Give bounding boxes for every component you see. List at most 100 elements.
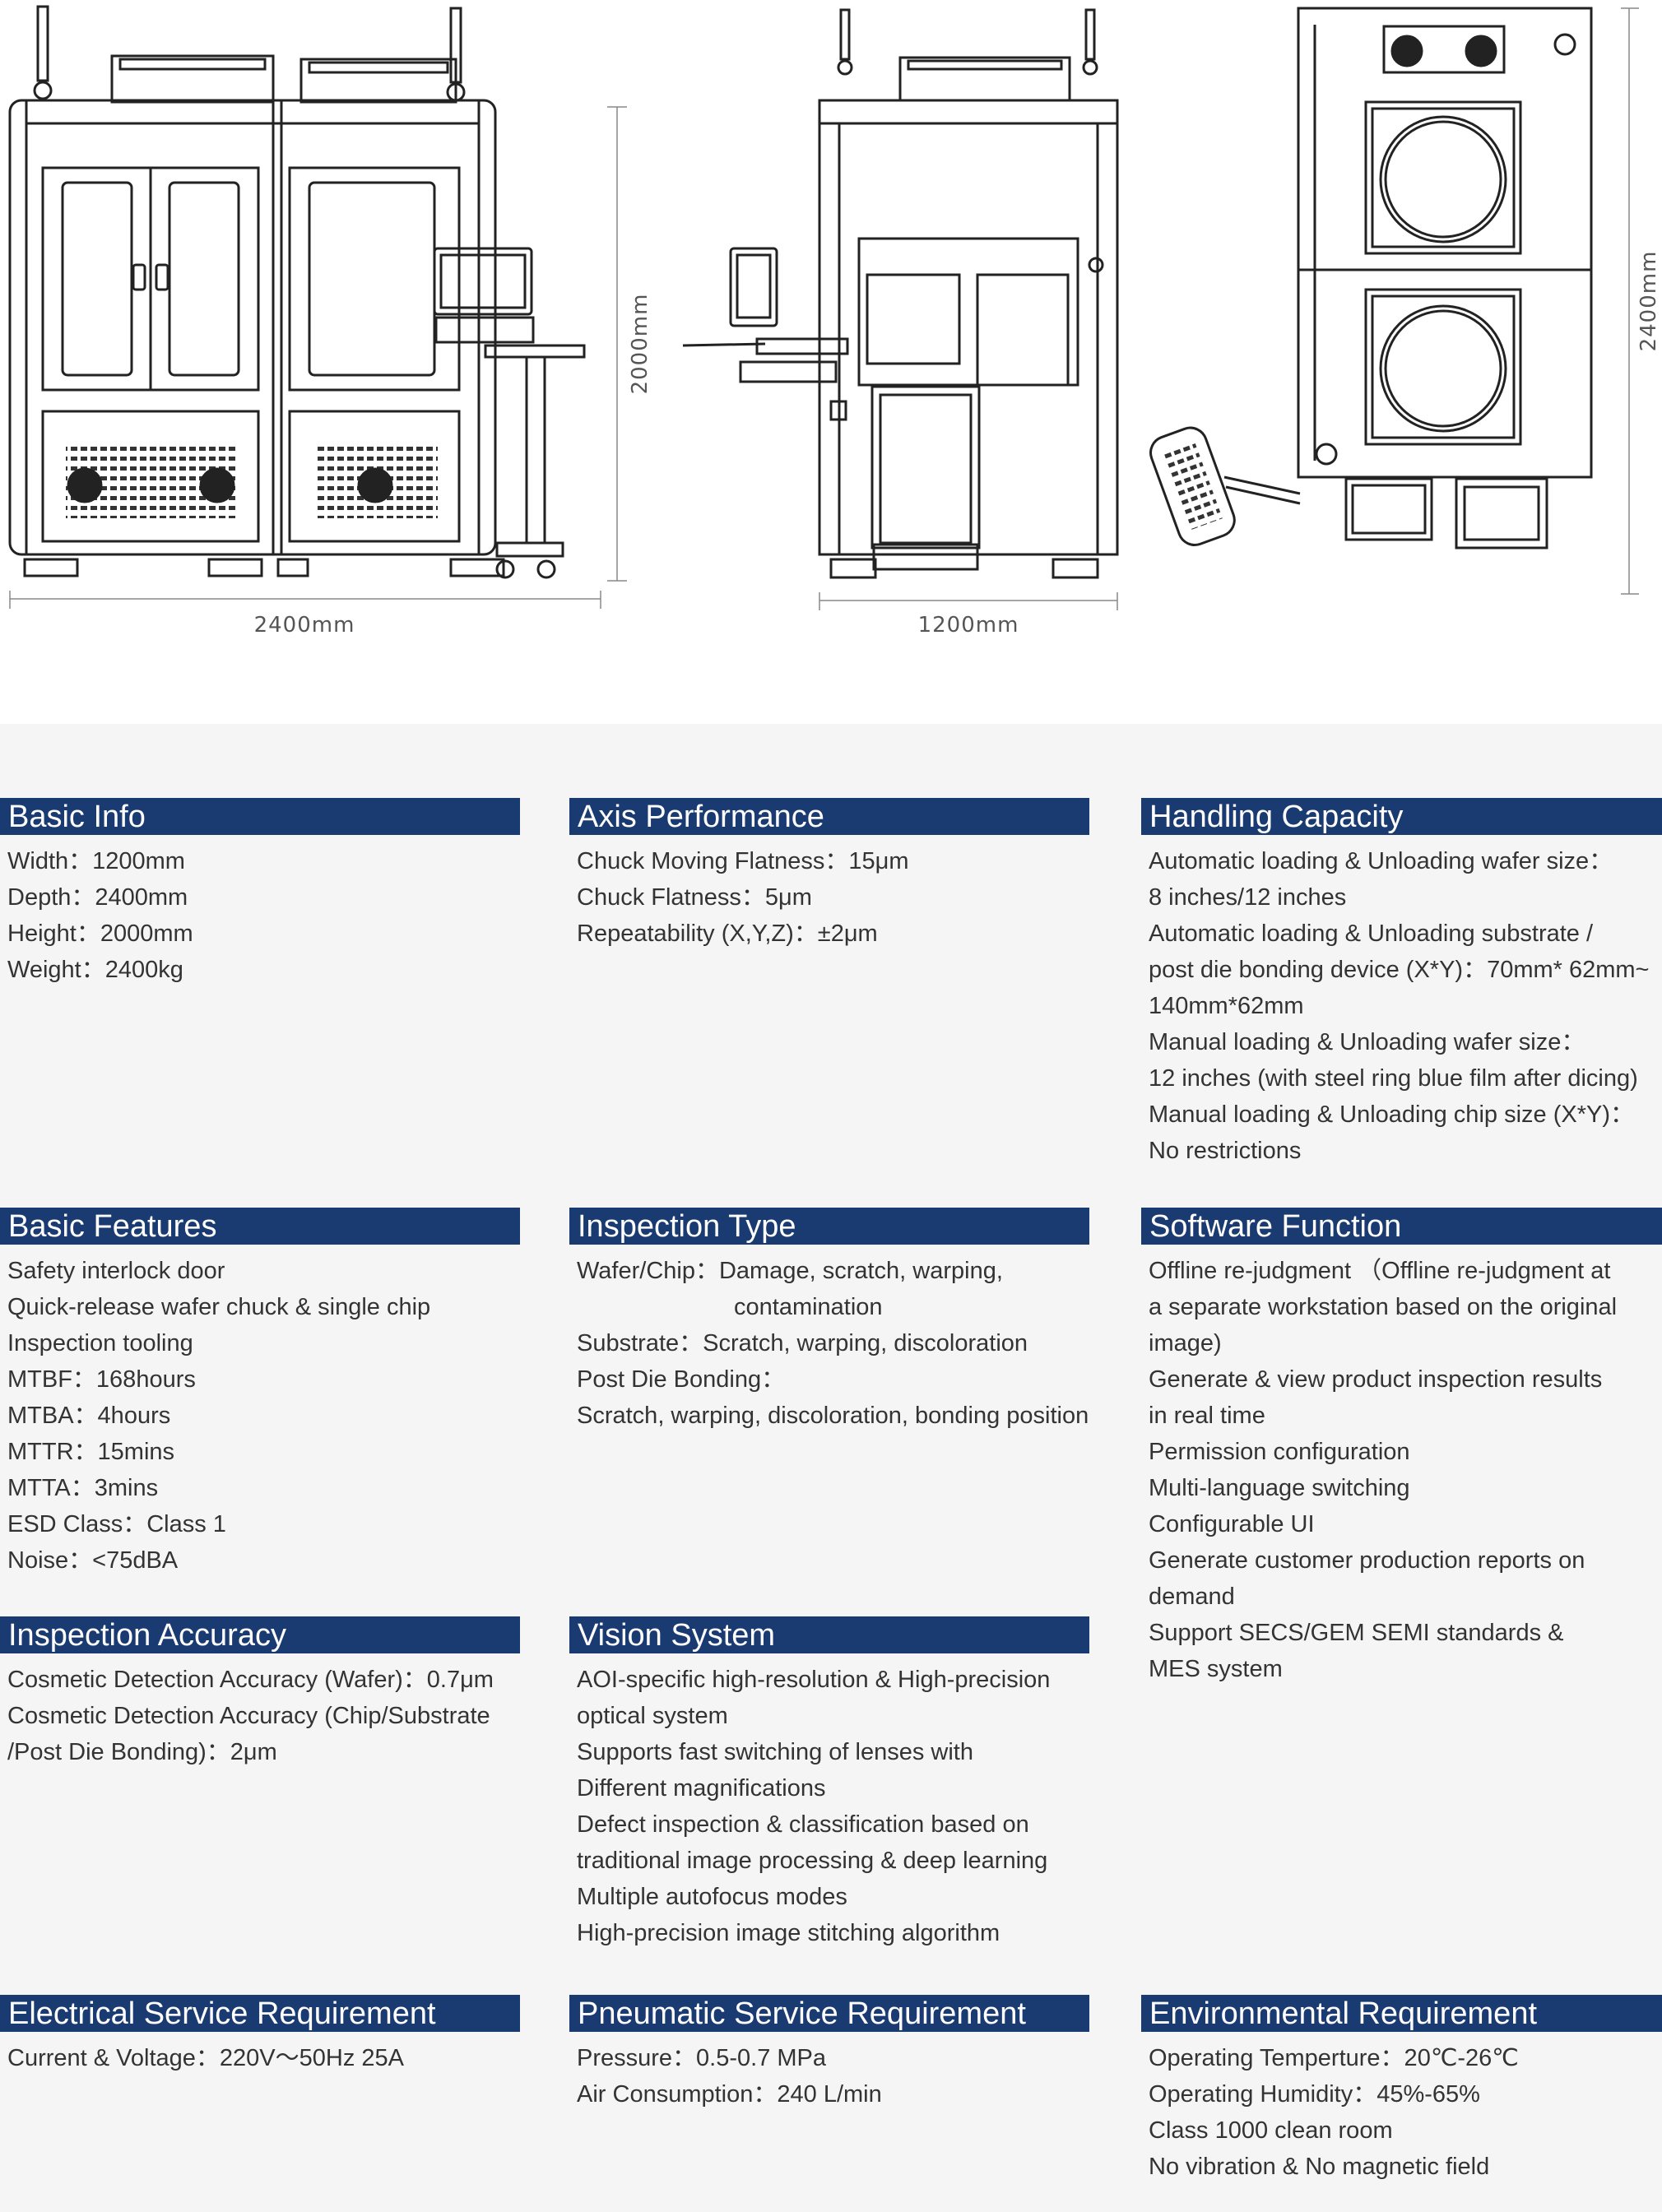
section-lines: Automatic loading & Unloading wafer size… bbox=[1141, 843, 1662, 1169]
spec-line: Manual loading & Unloading wafer size： bbox=[1149, 1029, 1585, 1055]
section-pneumatic-service: Pneumatic Service Requirement Pressure：0… bbox=[569, 1995, 1089, 2112]
section-title: Basic Features bbox=[0, 1208, 520, 1245]
spec-line: MTBA：4hours bbox=[7, 1403, 171, 1429]
equipment-drawings: 2400mm 2000mm 1200mm bbox=[8, 5, 1661, 638]
spec-line: Chuck Moving Flatness：15μm bbox=[577, 848, 909, 874]
spec-line: MTTA：3mins bbox=[7, 1475, 159, 1501]
top-view-drawing bbox=[1149, 7, 1593, 550]
section-title: Pneumatic Service Requirement bbox=[569, 1995, 1089, 2032]
section-lines: Wafer/Chip：Damage, scratch, warping, con… bbox=[569, 1253, 1089, 1434]
section-title: Software Function bbox=[1141, 1208, 1662, 1245]
section-lines: Safety interlock door Quick-release wafe… bbox=[0, 1253, 520, 1579]
spec-line: Weight：2400kg bbox=[7, 957, 183, 983]
section-lines: Operating Temperture：20℃-26℃ Operating H… bbox=[1141, 2040, 1662, 2185]
spec-line: Automatic loading & Unloading substrate … bbox=[1149, 921, 1594, 947]
spec-line: traditional image processing & deep lear… bbox=[577, 1848, 1048, 1874]
spec-line: No restrictions bbox=[1149, 1138, 1302, 1164]
spec-line: /Post Die Bonding)：2μm bbox=[7, 1739, 277, 1765]
spec-line: post die bonding device (X*Y)：70mm* 62mm… bbox=[1149, 957, 1650, 983]
section-inspection-type: Inspection Type Wafer/Chip：Damage, scrat… bbox=[569, 1208, 1089, 1434]
spec-line: No vibration & No magnetic field bbox=[1149, 2154, 1490, 2180]
spec-line: Cosmetic Detection Accuracy (Chip/Substr… bbox=[7, 1703, 490, 1729]
spec-line: Substrate：Scratch, warping, discoloratio… bbox=[577, 1330, 1028, 1356]
spec-line: 12 inches (with steel ring blue film aft… bbox=[1149, 1065, 1638, 1092]
spec-line: Support SECS/GEM SEMI standards & bbox=[1149, 1620, 1564, 1646]
section-software-function: Software Function Offline re-judgment （O… bbox=[1141, 1208, 1662, 1687]
specifications-panel: Basic Info Width：1200mm Depth：2400mm Hei… bbox=[0, 724, 1662, 2212]
spec-line: Current & Voltage：220V～50Hz 25A bbox=[7, 2045, 404, 2071]
spec-line: Quick-release wafer chuck & single chip bbox=[7, 1294, 431, 1320]
top-dimension-lines bbox=[1621, 7, 1639, 595]
spec-line: Air Consumption：240 L/min bbox=[577, 2081, 882, 2108]
top-depth-label: 2400mm bbox=[1636, 251, 1661, 352]
section-title: Vision System bbox=[569, 1616, 1089, 1653]
spec-line: in real time bbox=[1149, 1403, 1265, 1429]
spec-line: Multi-language switching bbox=[1149, 1475, 1410, 1501]
section-lines: Pressure：0.5-0.7 MPa Air Consumption：240… bbox=[569, 2040, 1089, 2112]
spec-line: Different magnifications bbox=[577, 1775, 826, 1802]
spec-line: AOI-specific high-resolution & High-prec… bbox=[577, 1667, 1051, 1693]
spec-line: Scratch, warping, discoloration, bonding… bbox=[577, 1403, 1089, 1429]
spec-line: Repeatability (X,Y,Z)：±2μm bbox=[577, 921, 878, 947]
spec-line: a separate workstation based on the orig… bbox=[1149, 1294, 1618, 1320]
spec-line: Permission configuration bbox=[1149, 1439, 1410, 1465]
section-lines: Offline re-judgment （Offline re-judgment… bbox=[1141, 1253, 1662, 1687]
section-lines: Width：1200mm Depth：2400mm Height：2000mm … bbox=[0, 843, 520, 988]
section-lines: AOI-specific high-resolution & High-prec… bbox=[569, 1662, 1089, 1951]
spec-line: Class 1000 clean room bbox=[1149, 2117, 1393, 2144]
spec-line: Wafer/Chip：Damage, scratch, warping, bbox=[577, 1258, 1003, 1284]
spec-line: Multiple autofocus modes bbox=[577, 1884, 847, 1910]
spec-line: Operating Humidity：45%-65% bbox=[1149, 2081, 1480, 2108]
spec-line: demand bbox=[1149, 1584, 1235, 1610]
spec-line: Generate customer production reports on bbox=[1149, 1547, 1585, 1574]
spec-line: Pressure：0.5-0.7 MPa bbox=[577, 2045, 827, 2071]
section-lines: Cosmetic Detection Accuracy (Wafer)：0.7μ… bbox=[0, 1662, 520, 1770]
section-title: Inspection Accuracy bbox=[0, 1616, 520, 1653]
section-title: Basic Info bbox=[0, 798, 520, 835]
spec-line: ESD Class：Class 1 bbox=[7, 1511, 226, 1537]
spec-line: optical system bbox=[577, 1703, 728, 1729]
spec-line: 8 inches/12 inches bbox=[1149, 884, 1347, 911]
section-lines: Current & Voltage：220V～50Hz 25A bbox=[0, 2040, 520, 2076]
section-environmental: Environmental Requirement Operating Temp… bbox=[1141, 1995, 1662, 2185]
side-dimension-lines bbox=[819, 592, 1118, 610]
spec-line: Depth：2400mm bbox=[7, 884, 188, 911]
spec-line: High-precision image stitching algorithm bbox=[577, 1920, 1000, 1946]
section-vision-system: Vision System AOI-specific high-resoluti… bbox=[569, 1616, 1089, 1951]
section-basic-info: Basic Info Width：1200mm Depth：2400mm Hei… bbox=[0, 798, 520, 988]
section-lines: Chuck Moving Flatness：15μm Chuck Flatnes… bbox=[569, 843, 1089, 952]
spec-line: Supports fast switching of lenses with bbox=[577, 1739, 973, 1765]
spec-line: MTTR：15mins bbox=[7, 1439, 175, 1465]
section-axis-performance: Axis Performance Chuck Moving Flatness：1… bbox=[569, 798, 1089, 952]
spec-line: Noise：<75dBA bbox=[7, 1547, 179, 1574]
section-inspection-accuracy: Inspection Accuracy Cosmetic Detection A… bbox=[0, 1616, 520, 1770]
spec-line: contamination bbox=[734, 1294, 883, 1320]
spec-line: Manual loading & Unloading chip size (X*… bbox=[1149, 1101, 1634, 1128]
spec-line: Width：1200mm bbox=[7, 848, 185, 874]
spec-line: Offline re-judgment （Offline re-judgment… bbox=[1149, 1258, 1611, 1284]
side-view-drawing bbox=[682, 8, 1119, 579]
front-width-label: 2400mm bbox=[254, 613, 355, 638]
spec-line: Automatic loading & Unloading wafer size… bbox=[1149, 848, 1613, 874]
spec-line: Defect inspection & classification based… bbox=[577, 1811, 1029, 1838]
section-title: Inspection Type bbox=[569, 1208, 1089, 1245]
section-title: Handling Capacity bbox=[1141, 798, 1662, 835]
spec-line: Configurable UI bbox=[1149, 1511, 1315, 1537]
spec-line: Safety interlock door bbox=[7, 1258, 225, 1284]
spec-line: Generate & view product inspection resul… bbox=[1149, 1366, 1603, 1393]
spec-line: Post Die Bonding： bbox=[577, 1366, 786, 1393]
spec-line: MES system bbox=[1149, 1656, 1283, 1682]
front-view-drawing bbox=[8, 5, 586, 579]
front-height-label: 2000mm bbox=[628, 294, 652, 395]
side-width-label: 1200mm bbox=[918, 613, 1019, 638]
spec-line: image) bbox=[1149, 1330, 1222, 1356]
spec-line: Chuck Flatness：5μm bbox=[577, 884, 812, 911]
spec-line: MTBF：168hours bbox=[7, 1366, 196, 1393]
front-dimension-lines bbox=[9, 106, 627, 609]
section-basic-features: Basic Features Safety interlock door Qui… bbox=[0, 1208, 520, 1579]
spec-line: Inspection tooling bbox=[7, 1330, 193, 1356]
spec-line: Height：2000mm bbox=[7, 921, 193, 947]
section-title: Electrical Service Requirement bbox=[0, 1995, 520, 2032]
section-handling-capacity: Handling Capacity Automatic loading & Un… bbox=[1141, 798, 1662, 1169]
section-title: Environmental Requirement bbox=[1141, 1995, 1662, 2032]
